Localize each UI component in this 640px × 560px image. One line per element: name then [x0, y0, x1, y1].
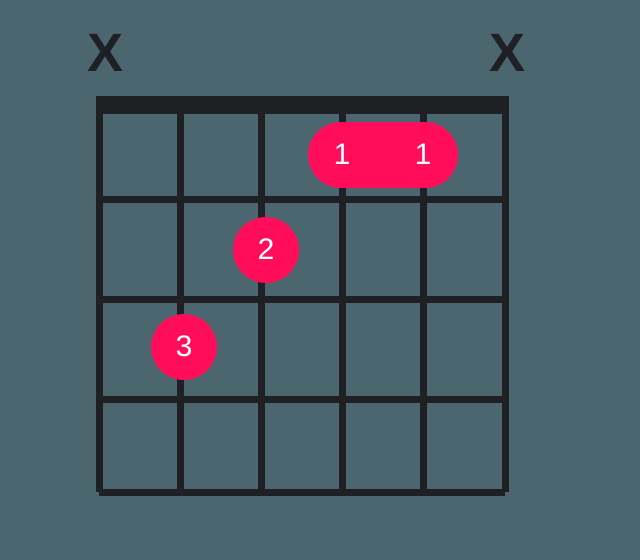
string-line-3 [258, 96, 265, 492]
nut [99, 96, 505, 114]
fret-line-4 [99, 489, 505, 496]
string-line-5 [420, 96, 427, 492]
fret-line-3 [99, 396, 505, 403]
barre-label-string-5: 1 [414, 138, 432, 171]
string-marker-muted-1: X [86, 23, 124, 83]
string-line-4 [339, 96, 346, 492]
finger-dot-2: 2 [233, 217, 299, 283]
finger-dot-3: 3 [151, 314, 217, 380]
barre-finger-1: 1 1 [308, 122, 458, 188]
fret-line-1 [99, 196, 505, 203]
string-line-6 [502, 96, 509, 492]
barre-label-string-4: 1 [333, 138, 351, 171]
string-marker-muted-6: X [488, 23, 526, 83]
string-line-2 [177, 96, 184, 492]
string-line-1 [96, 96, 103, 492]
fret-line-2 [99, 296, 505, 303]
